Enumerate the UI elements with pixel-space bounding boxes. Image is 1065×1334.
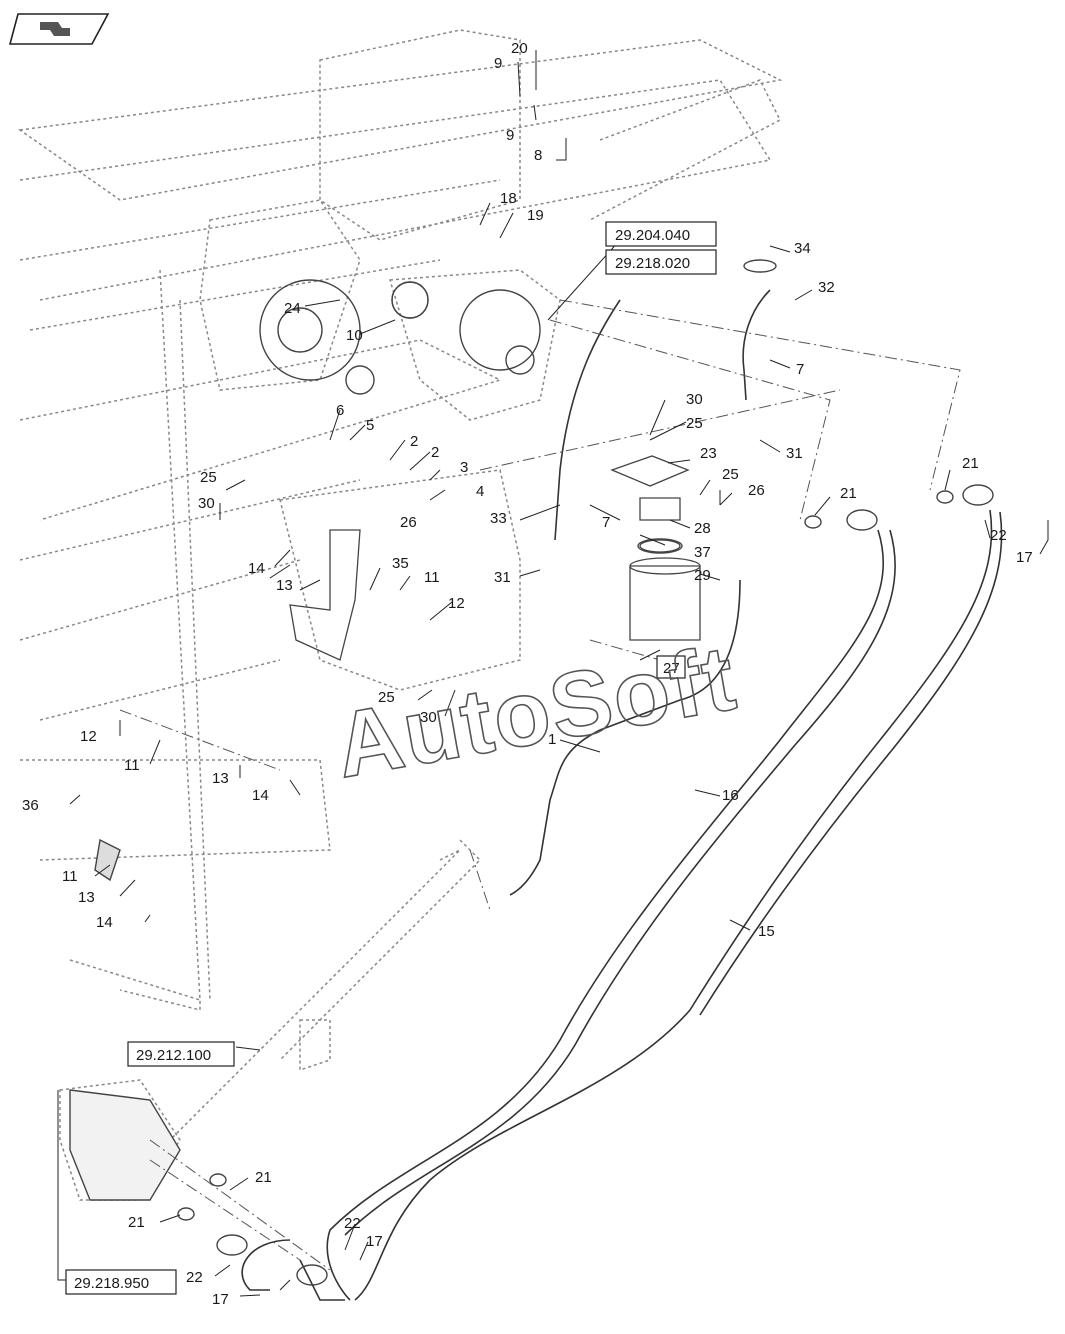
callout-label: 25 bbox=[378, 689, 395, 706]
callout-label: 6 bbox=[336, 402, 344, 419]
callout-label: 14 bbox=[252, 787, 269, 804]
callout-label: 30 bbox=[420, 709, 437, 726]
callout-label: 22 bbox=[990, 527, 1007, 544]
return-arrow-icon[interactable] bbox=[8, 13, 110, 45]
ref-code: 29.218.020 bbox=[615, 255, 690, 272]
callout-label: 12 bbox=[448, 595, 465, 612]
components bbox=[69, 259, 994, 1286]
callout-label: 15 bbox=[758, 923, 775, 940]
callout-label: 13 bbox=[78, 889, 95, 906]
callout-label: 14 bbox=[248, 560, 265, 577]
callout-label: 21 bbox=[962, 455, 979, 472]
callout-label: 11 bbox=[124, 757, 140, 774]
callout-label: 13 bbox=[212, 770, 229, 787]
callout-label: 35 bbox=[392, 555, 409, 572]
ref-box-29-218-950[interactable]: 29.218.950 bbox=[65, 1269, 177, 1295]
watermark-text: AutoSoft bbox=[328, 627, 744, 798]
callout-label: 23 bbox=[700, 445, 717, 462]
callout-label: 22 bbox=[186, 1269, 203, 1286]
callout-label: 37 bbox=[694, 544, 711, 561]
callout-label: 12 bbox=[80, 728, 97, 745]
callout-label: 16 bbox=[722, 787, 739, 804]
callout-label: 33 bbox=[490, 510, 507, 527]
callout-label: 7 bbox=[602, 514, 610, 531]
ref-code: 29.212.100 bbox=[136, 1047, 211, 1064]
callout-leaders bbox=[57, 50, 1049, 1297]
callout-label: 25 bbox=[722, 466, 739, 483]
callout-label: 20 bbox=[511, 40, 528, 57]
callout-label: 7 bbox=[796, 361, 804, 378]
callout-label: 4 bbox=[476, 483, 484, 500]
machine-frame bbox=[17, 29, 783, 1201]
callout-label: 29 bbox=[694, 567, 711, 584]
callout-label: 21 bbox=[128, 1214, 145, 1231]
callout-label: 25 bbox=[200, 469, 217, 486]
leader-dash-lines bbox=[119, 299, 961, 1271]
callout-label: 31 bbox=[786, 445, 803, 462]
callout-label: 11 bbox=[62, 868, 78, 885]
callout-label: 13 bbox=[276, 577, 293, 594]
callout-label: 3 bbox=[460, 459, 468, 476]
callout-label: 26 bbox=[748, 482, 765, 499]
ref-code: 27 bbox=[663, 660, 680, 677]
callout-label: 31 bbox=[494, 569, 511, 586]
callout-label: 2 bbox=[410, 433, 418, 450]
callout-labels: 20 9 9 8 18 19 34 32 7 24 10 30 25 31 6 … bbox=[22, 40, 1033, 1308]
callout-label: 17 bbox=[212, 1291, 229, 1308]
callout-label: 2 bbox=[431, 444, 439, 461]
callout-label: 24 bbox=[284, 300, 301, 317]
ref-box-29-204-040[interactable]: 29.204.040 bbox=[605, 221, 717, 247]
callout-label: 17 bbox=[366, 1233, 383, 1250]
callout-label: 21 bbox=[255, 1169, 272, 1186]
callout-label: 11 bbox=[424, 569, 440, 586]
callout-label: 17 bbox=[1016, 549, 1033, 566]
callout-label: 34 bbox=[794, 240, 811, 257]
hydraulic-hoses bbox=[241, 289, 1003, 1301]
callout-label: 26 bbox=[400, 514, 417, 531]
ref-box-29-212-100[interactable]: 29.212.100 bbox=[127, 1041, 235, 1067]
callout-label: 30 bbox=[686, 391, 703, 408]
callout-label: 25 bbox=[686, 415, 703, 432]
callout-label: 32 bbox=[818, 279, 835, 296]
callout-label: 10 bbox=[346, 327, 363, 344]
callout-label: 14 bbox=[96, 914, 113, 931]
callout-label: 21 bbox=[840, 485, 857, 502]
callout-label: 22 bbox=[344, 1215, 361, 1232]
callout-label: 9 bbox=[506, 127, 514, 144]
callout-label: 28 bbox=[694, 520, 711, 537]
callout-label: 19 bbox=[527, 207, 544, 224]
ref-box-27[interactable]: 27 bbox=[656, 655, 686, 679]
ref-box-29-218-020[interactable]: 29.218.020 bbox=[605, 249, 717, 275]
mounting-plates bbox=[289, 455, 701, 661]
callout-label: 30 bbox=[198, 495, 215, 512]
callout-label: 8 bbox=[534, 147, 542, 164]
callout-label: 36 bbox=[22, 797, 39, 814]
callout-label: 1 bbox=[548, 731, 556, 748]
callout-label: 18 bbox=[500, 190, 517, 207]
callout-label: 9 bbox=[494, 55, 502, 72]
callout-label: 5 bbox=[366, 417, 374, 434]
ref-code: 29.218.950 bbox=[74, 1275, 149, 1292]
ref-code: 29.204.040 bbox=[615, 227, 690, 244]
